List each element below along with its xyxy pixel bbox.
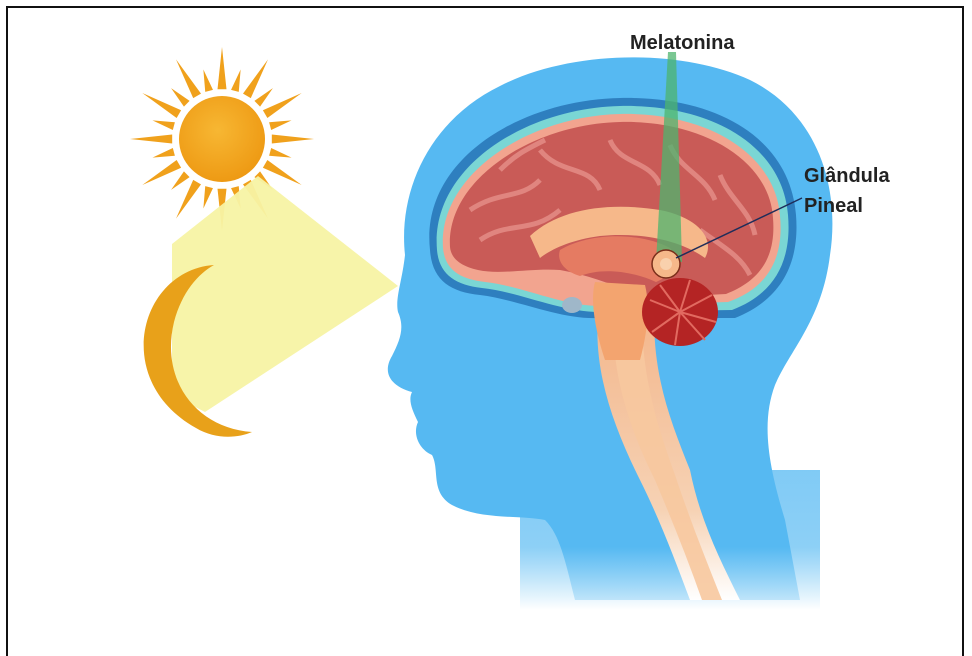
pineal-label-line2: Pineal — [804, 195, 863, 217]
sun-ray — [272, 135, 314, 144]
sun-ray — [171, 88, 189, 106]
sun-ray — [176, 180, 201, 219]
sun-ray — [263, 93, 302, 118]
sun-ray — [142, 93, 181, 118]
sun-ray — [203, 186, 213, 208]
melatonin-label: Melatonina — [630, 32, 735, 54]
sun-ray — [130, 135, 172, 144]
sun-ray — [269, 148, 291, 158]
sun-ray — [203, 69, 213, 91]
pituitary — [562, 297, 582, 313]
sun-ray — [152, 148, 174, 158]
sun-ray — [171, 171, 189, 189]
sun-ray — [231, 69, 241, 91]
sun-ray — [152, 120, 174, 130]
sun-ray — [176, 59, 201, 98]
sun-ray — [142, 160, 181, 185]
cerebellum — [642, 278, 718, 346]
pineal-label-line1: Glândula — [804, 165, 890, 187]
light-beam — [172, 176, 398, 412]
sun-ray — [254, 88, 272, 106]
sun-ray — [243, 59, 268, 98]
sun-ray — [263, 160, 302, 185]
sun-ray — [218, 47, 227, 89]
sun-ray — [269, 120, 291, 130]
